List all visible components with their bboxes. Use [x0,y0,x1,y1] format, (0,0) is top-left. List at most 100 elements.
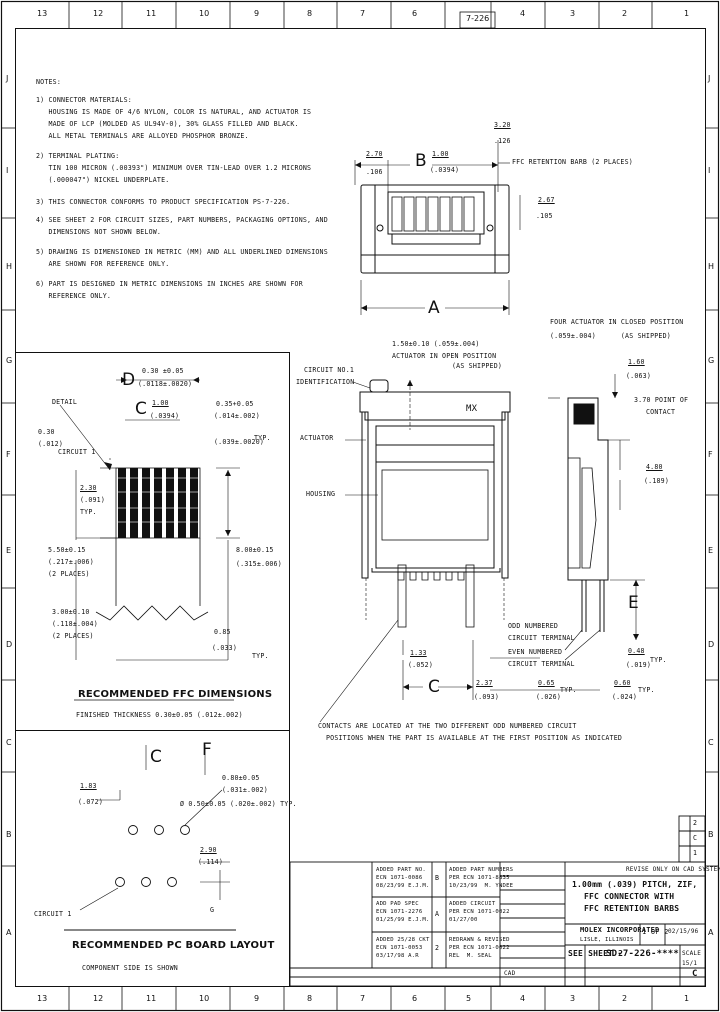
zone-left-J: J [6,74,9,83]
zone-right-H: H [708,262,715,271]
closed-note-2: (.059±.004) (AS SHIPPED) [550,332,671,340]
dim-right: 3.20 [494,121,511,129]
dim-c-inch: (.0394) [150,412,180,420]
zone-right-I: I [708,166,711,175]
rev-entry: REDRAWN & REVISED PER ECN 1071-0022 REL … [449,937,510,959]
note-line: 4) SEE SHEET 2 FOR CIRCUIT SIZES, PART N… [36,216,328,224]
cad-label: CAD [504,970,516,977]
zone-left-I: I [6,166,9,175]
dim-065: 0.65 [538,679,555,687]
label-d: D [122,370,136,390]
label-a: A [428,298,440,318]
note-line: 2) TERMINAL PLATING: [36,152,120,160]
rev-entry: ADDED CIRCUIT PER ECN 1071-0022 01/27/00 [449,901,510,923]
zone-right-D: D [708,640,715,649]
typ-060: TYP. [638,686,655,694]
zone-left-F: F [6,450,11,459]
circuit-one-label: CIRCUIT 1 [34,910,72,918]
dim-065-inch: (.026) [536,693,562,701]
dim-800-inch: (.315±.006) [236,560,282,568]
zone-bottom-4: 4 [520,994,526,1003]
zone-right-B: B [708,830,714,839]
dim-800: 8.00±0.15 [236,546,274,554]
zone-left-H: H [6,262,13,271]
zone-top-8: 8 [307,9,313,18]
dim-300-places: (2 PLACES) [52,632,94,640]
odd-terminal-label: ODD NUMBERED [508,622,559,630]
rev-entry-left: ADD PAD SPEC ECN 1071-2276 01/25/99 E.J.… [376,901,430,923]
title-line-3: FFC RETENTION BARBS [584,904,680,913]
label-g: G [210,906,215,914]
dim-550-inch: (.217±.006) [48,558,94,566]
dim-hole: 0.80±0.05 [222,774,260,782]
point-of-contact: 3.70 POINT OF [634,396,689,404]
ffc-section-subtitle: FINISHED THICKNESS 0.30±0.05 (.012±.002) [76,711,243,719]
dim-hole-inch: (.031±.002) [222,786,268,794]
odd-terminal-label-2: CIRCUIT TERMINAL [508,634,575,642]
dim-tolerance: 0.35+0.05 [216,400,254,408]
zone-top-13: 13 [37,9,48,18]
dim-c: 1.00 [152,399,169,407]
dim-d-inch: (.0118±.0020) [138,380,193,388]
zone-top-3: 3 [570,9,576,18]
open-note: 1.50±0.10 (.059±.004) [392,340,480,348]
dim-060-inch: (.024) [612,693,638,701]
dim-183-inch: (.072) [78,798,104,806]
side-letter: C [693,834,698,842]
dim-right-inch: .126 [494,137,511,145]
closed-note: FOUR ACTUATOR IN CLOSED POSITION [550,318,684,326]
zone-top-4: 4 [520,9,526,18]
zone-bottom-1: 1 [684,994,690,1003]
title-line-1: 1.00mm (.039) PITCH, ZIF, [572,880,698,889]
note-line: 6) PART IS DESIGNED IN METRIC DIMENSIONS… [36,280,303,288]
dim-237-inch: (.093) [474,693,500,701]
dim-085: 0.85 [214,628,231,636]
dim-085-typ: TYP. [252,652,269,660]
dim-133: 1.33 [410,649,427,657]
label-c: C [150,747,163,767]
ffc-section-title: RECOMMENDED FFC DIMENSIONS [78,689,273,700]
dim-290: 2.90 [200,846,217,854]
dim-hole-dia: Ø 0.50±0.05 (.020±.002) TYP. [180,800,297,808]
note-line: 1) CONNECTOR MATERIALS: [36,96,132,104]
point-of-contact-2: CONTACT [646,408,676,416]
open-note-2: ACTUATOR IN OPEN POSITION [392,352,497,360]
typ-065: TYP. [560,686,577,694]
zone-top-7: 7 [360,9,366,18]
zone-top-6: 6 [412,9,418,18]
zone-bottom-10: 10 [199,994,210,1003]
conductor-width: 0.30 [38,428,55,436]
zone-bottom-8: 8 [307,994,313,1003]
typ-048: TYP. [650,656,667,664]
circuit-one-label: CIRCUIT 1 [58,448,96,456]
dim-160-inch: (.063) [626,372,652,380]
top-tag: 7-226 [466,14,490,23]
zone-left-C: C [6,738,12,747]
zone-bottom-11: 11 [146,994,157,1003]
contacts-note-2: POSITIONS WHEN THE PART IS AVAILABLE AT … [326,734,623,742]
title-line-2: FFC CONNECTOR WITH [584,892,675,901]
note-line: REFERENCE ONLY. [36,292,112,300]
zone-top-11: 11 [146,9,157,18]
zone-top-1: 1 [684,9,690,18]
typ-label: TYP. [254,434,271,442]
document-number: SD-7-226-**** [606,949,680,959]
note-line: DIMENSIONS NOT SHOWN BELOW. [36,228,162,236]
zone-right-E: E [708,546,714,555]
zone-bottom-12: 12 [93,994,104,1003]
zone-left-B: B [6,830,12,839]
dim-230-inch: (.091) [80,496,106,504]
rev-code: B [435,874,440,882]
scale-value: 15/1 [682,960,698,967]
dim-550-places: (2 PLACES) [48,570,90,578]
label-b: B [415,151,427,171]
label-c: C [135,399,148,419]
note-line: (.000047") NICKEL UNDERPLATE. [36,176,170,184]
rev-code: 2 [435,944,440,952]
dim-300: 3.00±0.10 [52,608,90,616]
zone-bottom-13: 13 [37,994,48,1003]
zone-bottom-6: 6 [412,994,418,1003]
dim-230-typ: TYP. [80,508,97,516]
detail-label: DETAIL [52,398,78,406]
label-f: F [202,740,212,760]
